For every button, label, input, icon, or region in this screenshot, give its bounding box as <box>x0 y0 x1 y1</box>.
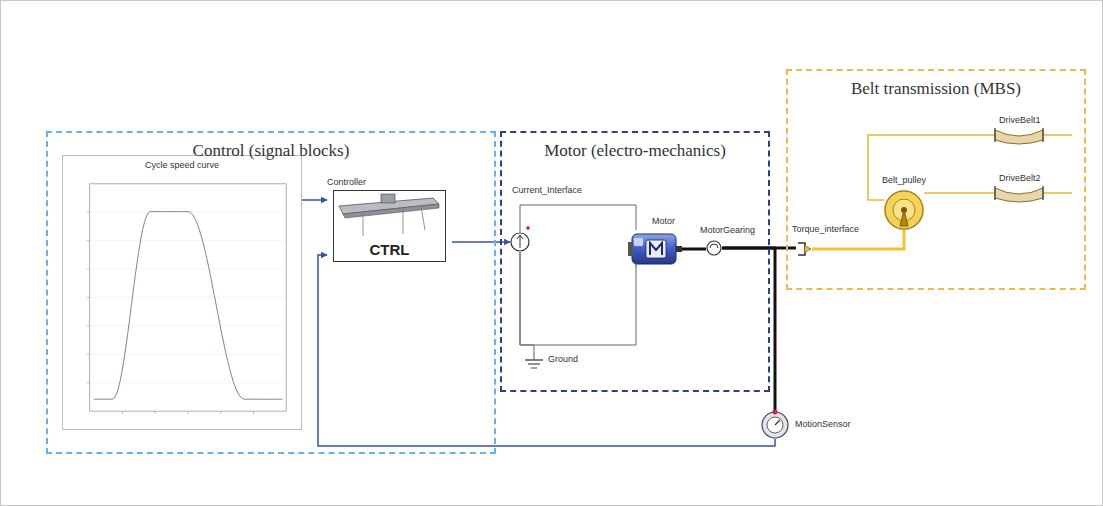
signal-connector <box>318 255 775 446</box>
shaft-connector <box>682 248 706 251</box>
component-label: MotionSensor <box>795 419 851 430</box>
component-icon <box>510 232 530 252</box>
belt-pulley: Belt_pulley <box>884 190 924 230</box>
component-label: Controller <box>327 177 366 188</box>
block-caption: CTRL <box>327 241 452 258</box>
component-icon <box>884 190 924 230</box>
region-heading: Belt transmission (MBS) <box>788 71 1084 99</box>
motion-sensor: MotionSensor <box>761 411 789 439</box>
wire-connector <box>520 252 636 345</box>
component-icon <box>628 230 682 268</box>
wire-connector <box>520 205 636 232</box>
component-label: Torque_interface <box>792 224 859 235</box>
component-icon <box>524 352 544 370</box>
signal-connector <box>302 199 327 201</box>
shaft-connector <box>722 248 775 411</box>
component-label: MotorGearing <box>700 225 755 236</box>
belt-region: Belt transmission (MBS) Torque_interface B… <box>786 69 1086 290</box>
region-heading: Control (signal blocks) <box>48 133 494 161</box>
ground-symbol: Ground <box>524 352 544 370</box>
chart-title: Cycle speed curve <box>63 156 301 170</box>
component-icon <box>63 156 301 429</box>
speed-chart: Cycle speed curve <box>62 155 302 430</box>
motor-region: Motor (electro-mechanics) Current_Interfa… <box>500 131 770 392</box>
component-label: DriveBelt2 <box>999 173 1041 184</box>
region-heading: Motor (electro-mechanics) <box>502 133 768 161</box>
drive-belt: DriveBelt1 <box>995 128 1043 142</box>
belt-stub <box>1043 134 1072 136</box>
component-label: DriveBelt1 <box>999 115 1041 126</box>
control-region: Control (signal blocks)Cycle speed curve… <box>46 131 496 454</box>
component-icon <box>995 128 1043 142</box>
wire-connector <box>868 135 995 200</box>
drive-belt: DriveBelt2 <box>995 186 1043 200</box>
controller-block: ControllerCTRL <box>327 190 452 262</box>
component-label: Motor <box>652 216 675 227</box>
current-source: Current_Interface <box>510 232 530 252</box>
gearing-symbol: MotorGearing <box>706 240 722 256</box>
wire-connector <box>520 252 534 352</box>
component-icon <box>706 240 722 256</box>
component-label: Current_Interface <box>512 185 582 196</box>
motor-symbol: Motor <box>628 230 682 268</box>
component-label: Belt_pulley <box>882 175 926 186</box>
component-icon <box>995 186 1043 200</box>
component-label: Ground <box>548 354 578 365</box>
component-icon <box>761 411 789 439</box>
component-icon <box>796 240 812 258</box>
belt-stub <box>1043 192 1072 194</box>
torque-interface: Torque_interface <box>796 240 812 258</box>
wire-connector <box>924 192 995 194</box>
